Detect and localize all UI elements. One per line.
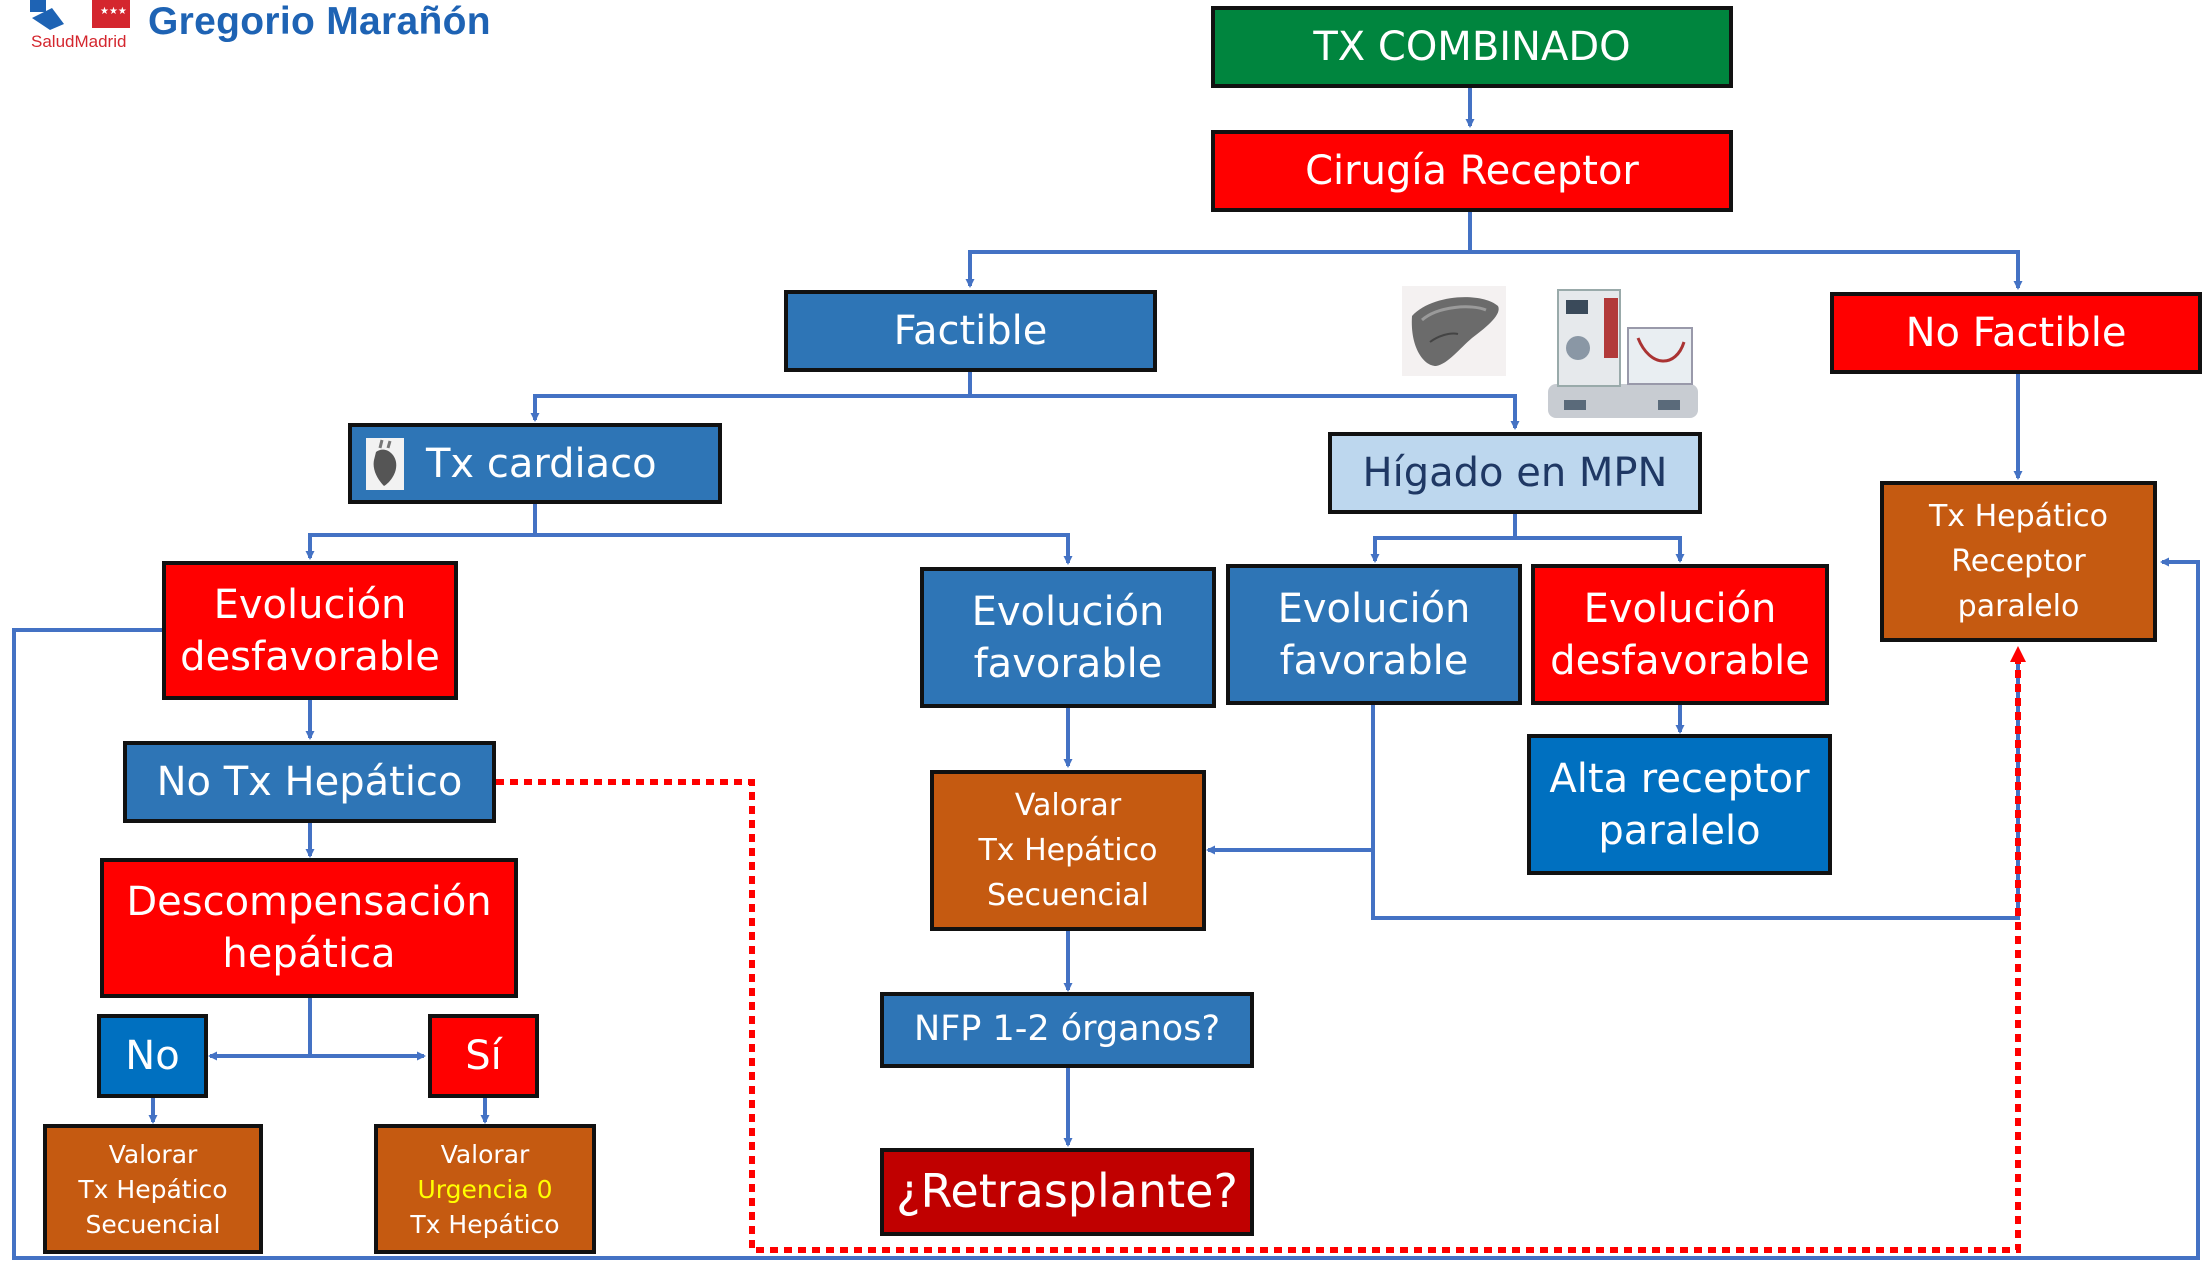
no-box: No — [97, 1014, 208, 1098]
svg-text:★★★: ★★★ — [100, 6, 127, 17]
no-factible-box: No Factible — [1830, 292, 2202, 374]
higado-mpn-box: Hígado en MPN — [1328, 432, 1702, 514]
cirugia-receptor-box: Cirugía Receptor — [1211, 130, 1733, 212]
valorar-urgencia-line1: Valorar — [440, 1139, 530, 1169]
heart-icon — [366, 437, 404, 490]
evolucion-favorable-mid-box: Evolución favorable — [920, 567, 1216, 708]
split-higado — [1370, 514, 1517, 563]
split-txcardiaco — [305, 504, 537, 560]
tx-combinado-box: TX COMBINADO — [1211, 6, 1733, 88]
evolucion-desfavorable-left-box: Evolución desfavorable — [162, 561, 458, 700]
comunidad-madrid-logo-icon: ★★★ — [30, 0, 130, 30]
tx-hepatico-receptor-paralelo-box: Tx Hepático Receptor paralelo — [1880, 481, 2157, 642]
perfusion-machine-icon — [1548, 289, 1698, 418]
hospital-name: Gregorio Marañón — [148, 0, 491, 43]
urgencia-0-label: Urgencia 0 — [417, 1174, 553, 1204]
si-box: Sí — [428, 1014, 539, 1098]
arrow-to-evol-fav-mid — [535, 533, 1073, 565]
valorar-urgencia-box: Valorar Urgencia 0 Tx Hepático — [374, 1124, 596, 1254]
split-descomp-no — [208, 998, 312, 1061]
evolucion-desfavorable-mpn-box: Evolución desfavorable — [1531, 564, 1829, 705]
tx-cardiaco-label: Tx cardiaco — [426, 440, 657, 487]
split-factible — [530, 372, 972, 422]
valorar-urgencia-line3: Tx Hepático — [410, 1209, 560, 1239]
nfp-organos-box: NFP 1-2 órganos? — [880, 992, 1254, 1068]
liver-icon — [1402, 286, 1506, 376]
arrow-to-no-factible — [1470, 250, 2023, 290]
hospital-logo: ★★★ SaludMadrid Gregorio Marañón — [26, 0, 666, 58]
descompensacion-hepatica-box: Descompensación hepática — [100, 858, 518, 998]
arrow-to-higado — [970, 394, 1520, 430]
alta-receptor-paralelo-box: Alta receptor paralelo — [1527, 734, 1832, 875]
arrow-to-evol-desf-mpn — [1515, 536, 1685, 563]
feedback-loop-left — [12, 557, 2200, 1260]
valorar-tx-hepatico-secuencial-mid-box: Valorar Tx Hepático Secuencial — [930, 770, 1206, 931]
evolucion-favorable-mpn-box: Evolución favorable — [1226, 564, 1522, 705]
split-cirugia — [965, 212, 1472, 288]
salud-madrid-label: SaludMadrid — [31, 32, 127, 51]
arrow-fav-mpn-valorar — [1206, 705, 1375, 855]
factible-box: Factible — [784, 290, 1157, 372]
tx-cardiaco-box: Tx cardiaco — [348, 423, 722, 504]
retrasplante-box: ¿Retrasplante? — [880, 1148, 1254, 1236]
no-tx-hepatico-box: No Tx Hepático — [123, 741, 496, 823]
valorar-tx-hepatico-secuencial-left-box: Valorar Tx Hepático Secuencial — [43, 1124, 263, 1254]
dotted-link-notx-txhep — [496, 646, 2026, 1253]
